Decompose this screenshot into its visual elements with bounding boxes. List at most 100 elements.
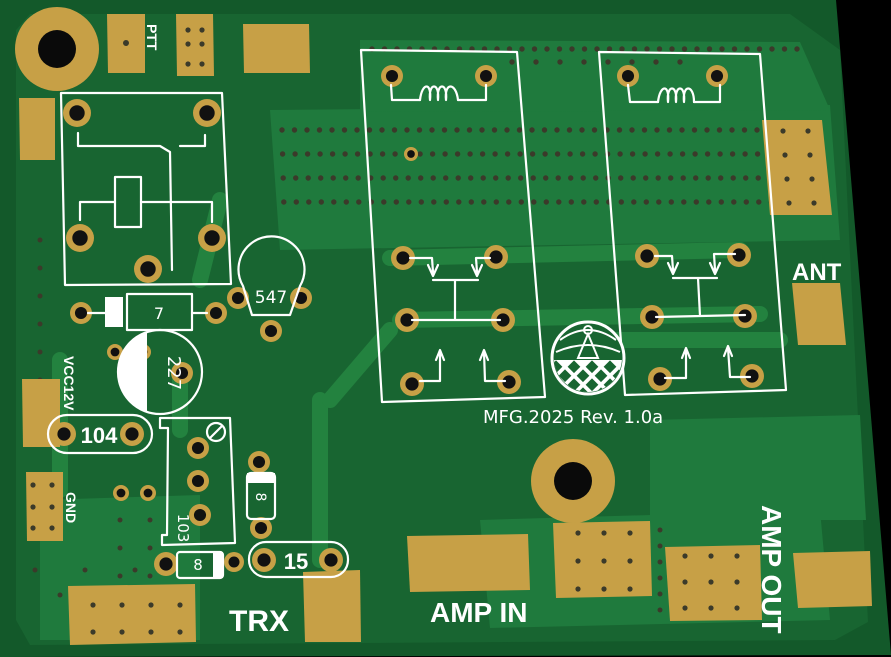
through-hole-pad: [171, 362, 193, 384]
via: [592, 151, 598, 157]
via: [682, 553, 688, 559]
via: [37, 293, 43, 299]
via: [679, 151, 686, 157]
board-revision-label: MFG.2025 Rev. 1.0a: [483, 407, 663, 428]
via: [617, 151, 623, 157]
vcc12v-pad[interactable]: [22, 379, 60, 447]
via: [569, 46, 575, 52]
via: [627, 530, 633, 536]
pad-top-right-small[interactable]: [243, 24, 310, 73]
amp-out-label: AMP OUT: [756, 505, 787, 634]
via: [117, 573, 123, 579]
via: [355, 175, 361, 181]
via: [367, 151, 373, 157]
via: [30, 525, 36, 531]
through-hole-pad: [198, 224, 226, 252]
through-hole-pad: [617, 65, 639, 87]
via: [693, 199, 699, 205]
via: [90, 629, 96, 635]
via: [37, 349, 43, 355]
via: [729, 151, 736, 157]
gnd-pad[interactable]: [26, 472, 63, 541]
via: [756, 46, 763, 52]
via: [601, 558, 607, 564]
amp-gnd-pad-2[interactable]: [665, 545, 762, 621]
via: [380, 175, 386, 181]
via: [708, 605, 714, 611]
amp-out-pad[interactable]: [793, 551, 872, 608]
ant-gnd-pad[interactable]: [762, 120, 832, 215]
through-hole-pad: [187, 437, 209, 459]
vcc-pad-left[interactable]: [19, 98, 55, 160]
via: [90, 602, 96, 608]
via: [741, 127, 748, 133]
via: [601, 586, 607, 592]
via: [306, 199, 312, 205]
ptt-pad[interactable]: [107, 14, 145, 73]
via: [680, 175, 686, 181]
via: [579, 151, 586, 157]
via: [455, 175, 461, 181]
through-hole-pad: [706, 65, 728, 87]
via: [744, 46, 750, 52]
via: [544, 46, 550, 52]
mounting-hole-center: [531, 439, 615, 523]
diode-7: 7: [86, 292, 209, 332]
via: [667, 151, 673, 157]
cap-15-label: 15: [284, 549, 308, 574]
via: [786, 200, 792, 206]
via: [677, 59, 683, 65]
via: [694, 46, 700, 52]
amp-in-pad[interactable]: [407, 534, 530, 592]
via: [629, 59, 635, 65]
via: [293, 175, 299, 181]
via: [49, 504, 55, 510]
through-hole-pad: [193, 99, 221, 127]
via: [57, 592, 63, 598]
via: [430, 175, 436, 181]
via: [199, 41, 205, 47]
via: [556, 199, 562, 205]
via: [781, 46, 788, 52]
via: [666, 127, 673, 133]
amp-in-label: AMP IN: [430, 597, 528, 628]
via: [754, 127, 760, 133]
via: [516, 127, 523, 133]
via: [354, 151, 361, 157]
via: [177, 602, 183, 608]
via: [593, 199, 599, 205]
via: [731, 199, 737, 205]
trimmer-103: 103: [158, 416, 237, 547]
ptt-pad-2[interactable]: [176, 14, 214, 76]
via: [657, 575, 663, 581]
via: [454, 127, 460, 133]
via: [199, 61, 205, 67]
through-hole-pad: [189, 504, 211, 526]
via: [782, 152, 788, 158]
via: [147, 573, 153, 579]
via: [492, 151, 498, 157]
via: [566, 127, 573, 133]
via: [37, 321, 43, 327]
via: [147, 545, 153, 551]
via: [629, 127, 635, 133]
via: [316, 127, 323, 133]
via: [742, 151, 748, 157]
via: [517, 151, 523, 157]
mounting-hole-top-left: [15, 7, 99, 91]
via: [491, 127, 498, 133]
trx-pad-gnd[interactable]: [68, 584, 196, 645]
via: [679, 127, 685, 133]
trx-pad[interactable]: [303, 570, 361, 642]
via: [185, 41, 191, 47]
via: [148, 629, 154, 635]
via: [117, 545, 123, 551]
via: [443, 199, 449, 205]
via: [479, 151, 486, 157]
ant-pad[interactable]: [792, 283, 846, 345]
via: [579, 127, 585, 133]
via: [354, 127, 360, 133]
via: [605, 59, 611, 65]
via: [148, 602, 154, 608]
via: [682, 605, 688, 611]
